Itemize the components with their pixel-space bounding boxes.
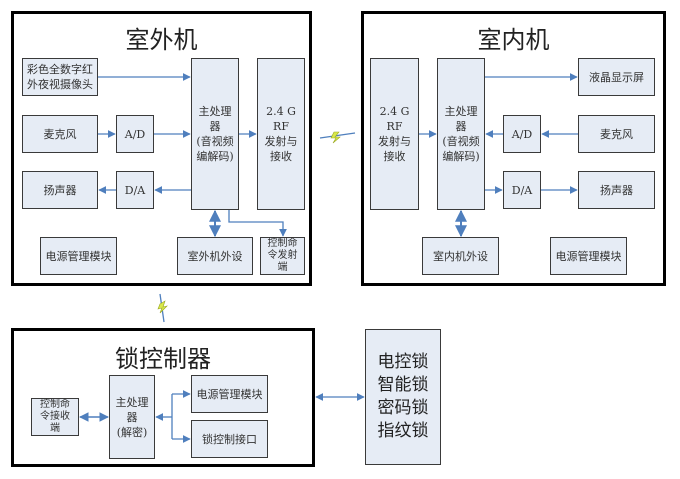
indoor-peripheral-box: 室内机外设 bbox=[422, 237, 499, 275]
outdoor-ad-box: A/D bbox=[116, 115, 154, 153]
lock-power-box: 电源管理模块 bbox=[191, 375, 268, 413]
lock-types-box: 电控锁 智能锁 密码锁 指纹锁 bbox=[365, 329, 441, 465]
outdoor-processor-box: 主处理 器 (音视频 编解码) bbox=[191, 58, 239, 210]
indoor-ad-box: A/D bbox=[503, 115, 541, 153]
indoor-processor-box: 主处理 器 (音视频 编解码) bbox=[437, 58, 485, 210]
indoor-power-box: 电源管理模块 bbox=[550, 237, 627, 275]
outdoor-da-box: D/A bbox=[116, 171, 154, 209]
indoor-microphone-box: 麦克风 bbox=[578, 115, 655, 153]
lock-processor-box: 主处理 器 (解密) bbox=[109, 375, 155, 459]
outdoor-speaker-box: 扬声器 bbox=[22, 171, 98, 209]
indoor-speaker-box: 扬声器 bbox=[578, 171, 655, 209]
outdoor-cmd-transmitter-box: 控制命 令发射 端 bbox=[260, 237, 305, 275]
wireless-bolt-icon bbox=[157, 300, 168, 314]
indoor-rf-box: 2.4 G RF 发射与 接收 bbox=[370, 58, 419, 210]
wireless-link-outdoor-lock bbox=[159, 293, 165, 323]
indoor-da-box: D/A bbox=[503, 171, 541, 209]
lock-interface-box: 锁控制接口 bbox=[191, 420, 268, 458]
outdoor-power-box: 电源管理模块 bbox=[40, 237, 117, 275]
outdoor-unit-title: 室外机 bbox=[125, 26, 198, 54]
outdoor-rf-box: 2.4 G RF 发射与 接收 bbox=[257, 58, 305, 210]
wireless-link-outdoor-indoor bbox=[319, 132, 356, 139]
wireless-bolt-icon bbox=[330, 131, 341, 144]
indoor-unit-title: 室内机 bbox=[477, 26, 550, 54]
lock-controller-title: 锁控制器 bbox=[115, 345, 211, 373]
outdoor-camera-box: 彩色全数字红 外夜视摄像头 bbox=[22, 58, 98, 96]
lock-cmd-receiver-box: 控制命 令接收 端 bbox=[31, 398, 79, 436]
outdoor-peripheral-box: 室外机外设 bbox=[177, 237, 253, 275]
outdoor-microphone-box: 麦克风 bbox=[22, 115, 98, 153]
indoor-lcd-box: 液晶显示屏 bbox=[578, 58, 655, 96]
